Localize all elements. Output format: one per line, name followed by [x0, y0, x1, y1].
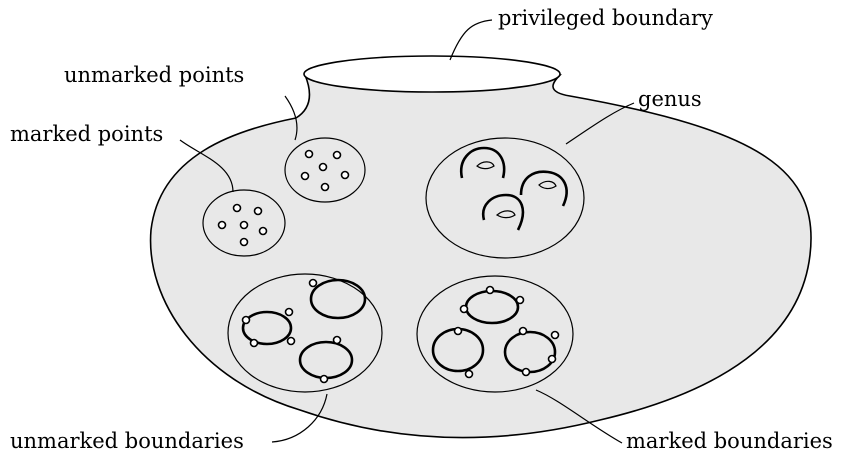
boundary-point [334, 337, 341, 344]
unmarked-point [306, 151, 313, 158]
marked-point [234, 205, 241, 212]
unmarked-point [334, 152, 341, 159]
marked-point [241, 222, 248, 229]
boundary-point [523, 369, 530, 376]
boundary-point [243, 317, 250, 324]
privileged-boundary-label: privileged boundary [498, 6, 713, 30]
boundary-point [487, 287, 494, 294]
boundary-point [466, 371, 473, 378]
unmarked-point [322, 184, 329, 191]
genus-label: genus [638, 87, 702, 111]
marked-point [255, 208, 262, 215]
marked-boundaries-label: marked boundaries [626, 429, 833, 453]
boundary-point [517, 297, 524, 304]
boundary-point [321, 376, 328, 383]
unmarked-boundaries-label: unmarked boundaries [10, 429, 244, 453]
boundary-point [549, 356, 556, 363]
unmarked-point [342, 172, 349, 179]
boundary-point [288, 338, 295, 345]
marked-point [219, 222, 226, 229]
boundary-point [552, 332, 559, 339]
marked-point [260, 228, 267, 235]
boundary-point [251, 340, 258, 347]
unmarked-point [302, 173, 309, 180]
boundary-point [455, 328, 462, 335]
privileged-boundary-pointer [450, 20, 492, 60]
privileged-boundary-rim [304, 56, 560, 92]
boundary-point [286, 309, 293, 316]
boundary-point [520, 328, 527, 335]
boundary-point [461, 306, 468, 313]
unmarked-point [320, 164, 327, 171]
unmarked-points-label: unmarked points [64, 63, 244, 87]
boundary-point [310, 280, 317, 287]
marked-point [241, 239, 248, 246]
marked-points-label: marked points [10, 122, 163, 146]
surface-body [151, 75, 811, 438]
